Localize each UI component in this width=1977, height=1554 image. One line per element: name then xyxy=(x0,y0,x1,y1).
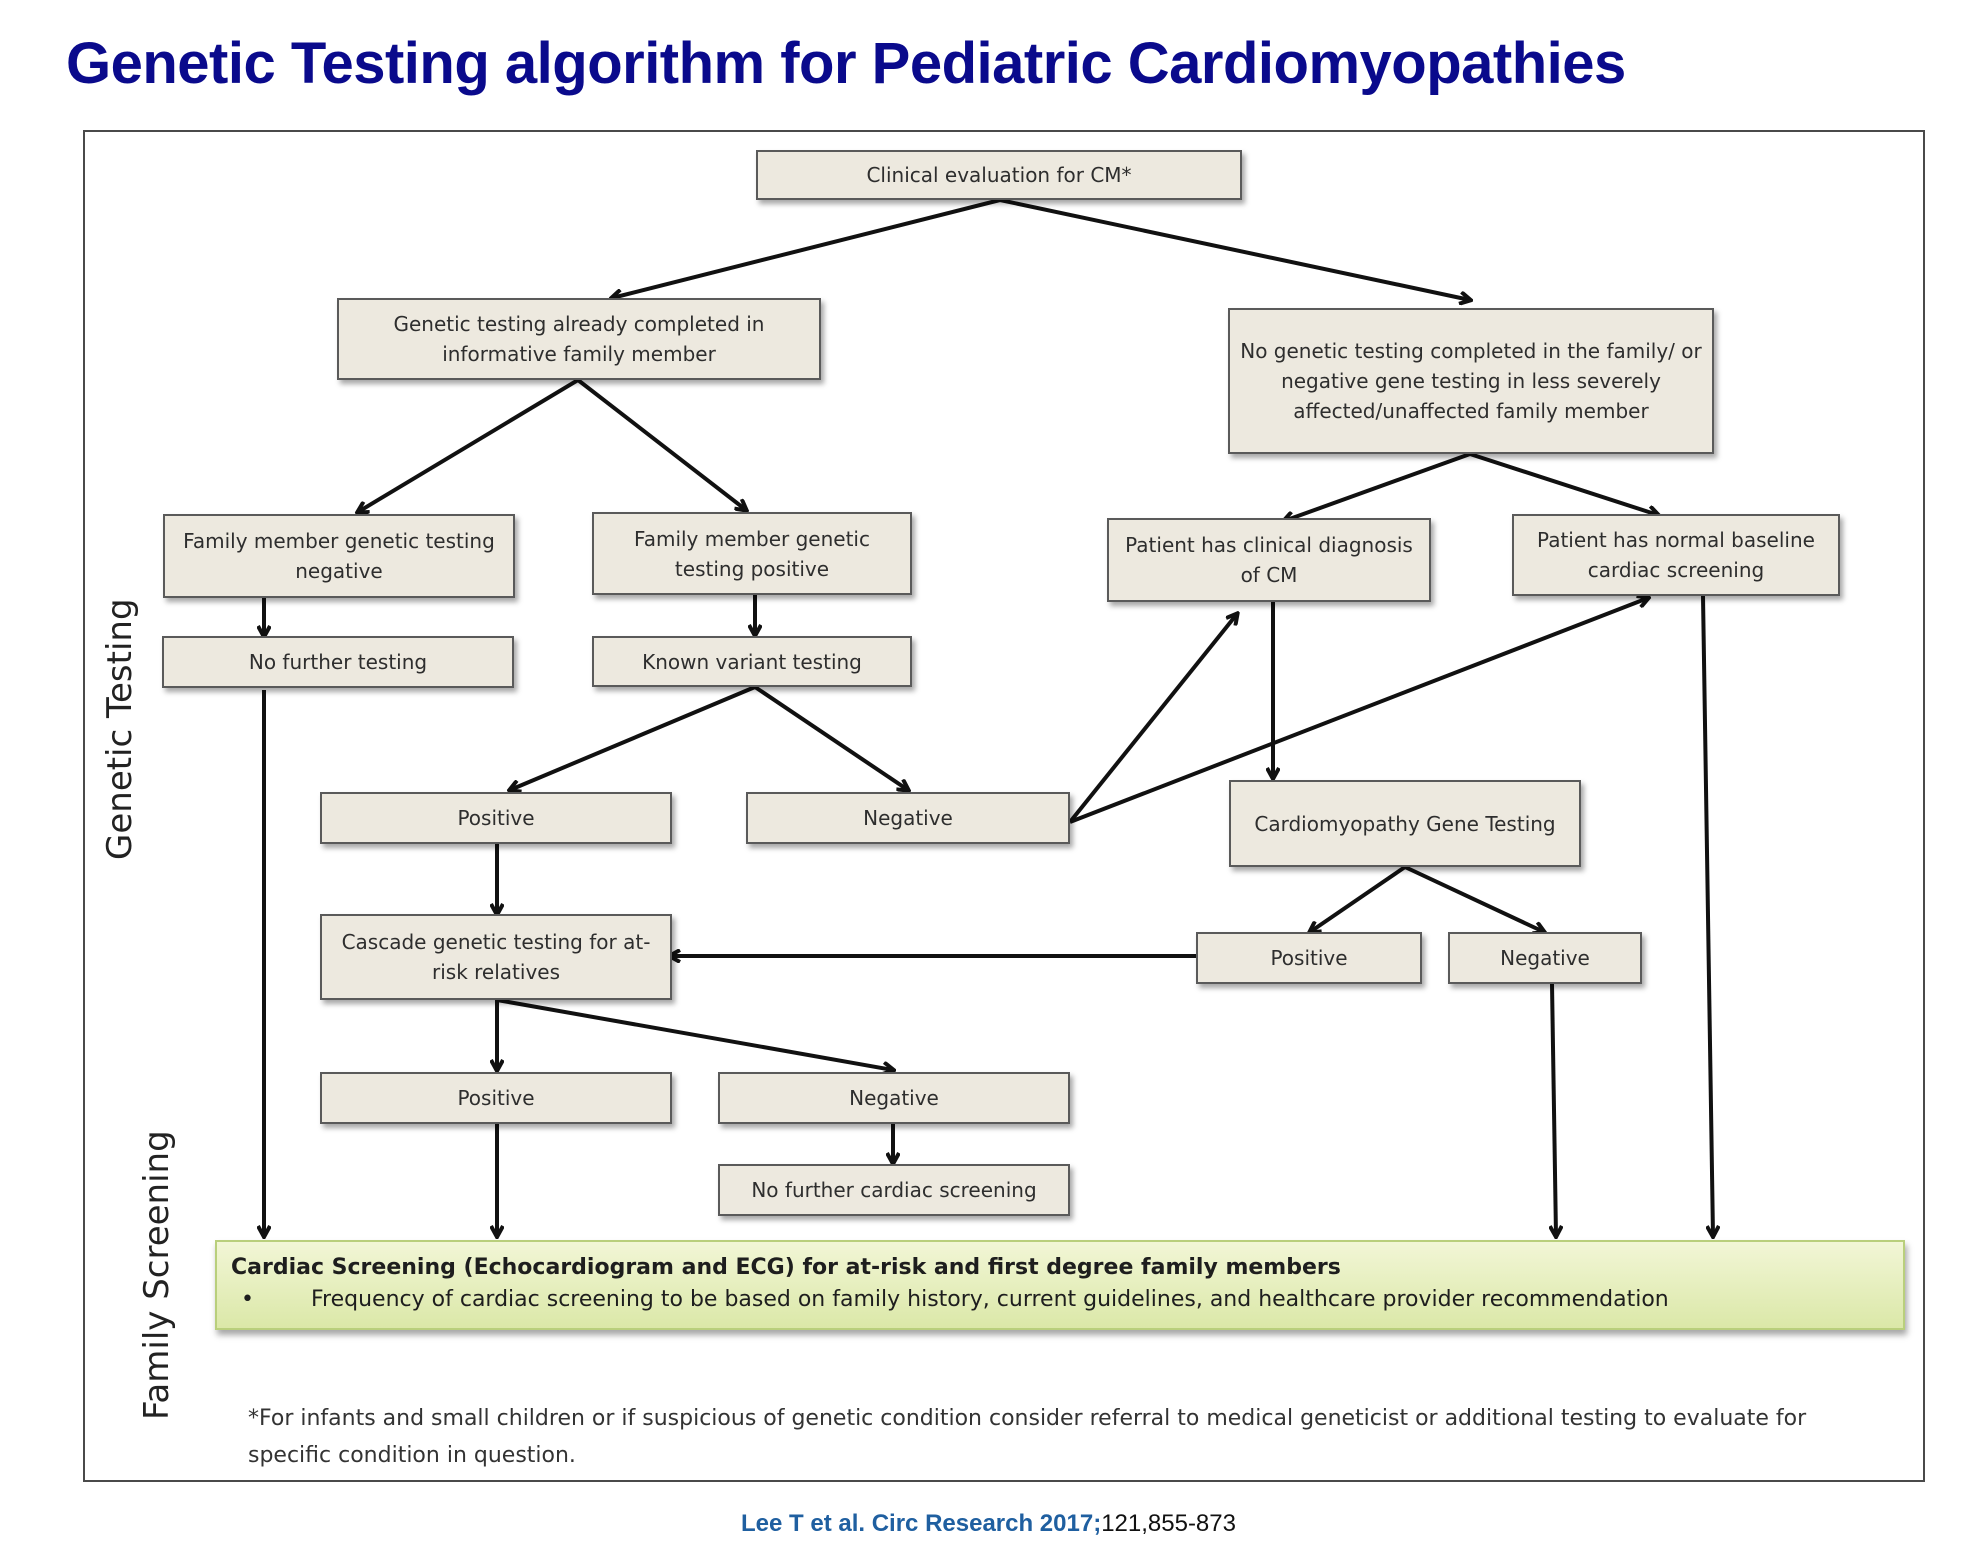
node-known-variant-negative: Negative xyxy=(746,792,1070,844)
node-cascade-testing: Cascade genetic testing for at-risk rela… xyxy=(320,914,672,1000)
node-cardiac-screening: Cardiac Screening (Echocardiogram and EC… xyxy=(215,1240,1905,1330)
node-cascade-negative: Negative xyxy=(718,1072,1070,1124)
bullet-icon: • xyxy=(241,1287,254,1312)
section-label-family-screening: Family Screening xyxy=(137,1130,177,1420)
node-family-member-positive: Family member genetic testing positive xyxy=(592,512,912,595)
footnote: *For infants and small children or if su… xyxy=(248,1406,1807,1468)
node-family-member-negative: Family member genetic testing negative xyxy=(163,514,515,598)
node-clinical-evaluation: Clinical evaluation for CM* xyxy=(756,150,1242,200)
node-no-further-cardiac-screening: No further cardiac screening xyxy=(718,1164,1070,1216)
node-no-further-testing: No further testing xyxy=(162,636,514,688)
node-patient-normal-screening: Patient has normal baseline cardiac scre… xyxy=(1512,514,1840,596)
citation-source: Lee T et al. Circ Research 2017; xyxy=(741,1510,1102,1537)
node-cardiomyopathy-gene-testing: Cardiomyopathy Gene Testing xyxy=(1229,780,1581,867)
node-known-variant-positive: Positive xyxy=(320,792,672,844)
node-cascade-positive: Positive xyxy=(320,1072,672,1124)
node-patient-clinical-diagnosis: Patient has clinical diagnosis of CM xyxy=(1107,518,1431,602)
section-label-genetic-testing: Genetic Testing xyxy=(100,598,140,860)
node-known-variant-testing: Known variant testing xyxy=(592,636,912,687)
cardiac-screening-bullet-text: Frequency of cardiac screening to be bas… xyxy=(311,1287,1669,1312)
node-cm-negative: Negative xyxy=(1448,932,1642,984)
cardiac-screening-title: Cardiac Screening (Echocardiogram and EC… xyxy=(231,1255,1341,1280)
node-cm-positive: Positive xyxy=(1196,932,1422,984)
node-no-genetic-testing: No genetic testing completed in the fami… xyxy=(1228,308,1714,454)
page-title: Genetic Testing algorithm for Pediatric … xyxy=(66,31,1626,96)
cardiac-screening-bullet: • Frequency of cardiac screening to be b… xyxy=(231,1284,1889,1316)
node-genetic-testing-completed: Genetic testing already completed in inf… xyxy=(337,298,821,380)
citation-pages: 121,855-873 xyxy=(1101,1510,1236,1537)
citation: Lee T et al. Circ Research 2017;121,855-… xyxy=(0,1510,1977,1538)
